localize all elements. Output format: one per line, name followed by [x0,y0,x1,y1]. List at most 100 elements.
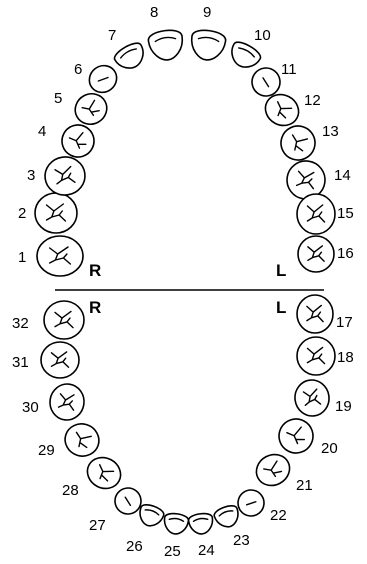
tooth-18-outline [296,336,336,376]
tooth-32 [43,300,85,340]
tooth-30-outline [49,383,85,421]
tooth-31-outline [40,341,80,379]
tooth-13-number-label: 13 [322,123,339,140]
tooth-14-number-label: 14 [334,167,351,184]
tooth-2-number-label: 2 [18,205,26,222]
tooth-19-number-label: 19 [335,398,352,415]
tooth-31-fissure [50,351,70,368]
tooth-4-number-label: 4 [38,123,46,140]
tooth-29-fissure [75,431,92,449]
tooth-7-outline [113,42,144,69]
tooth-11 [251,67,281,97]
tooth-7 [113,42,144,69]
tooth-24-number-label: 24 [198,542,215,559]
tooth-29-outline [64,423,100,457]
tooth-14-fissure [295,170,315,190]
tooth-26-number-label: 26 [126,538,143,555]
tooth-25 [163,512,190,535]
tooth-2 [34,192,78,234]
tooth-4 [61,124,95,158]
tooth-22-number-label: 22 [270,507,287,524]
tooth-17-number-label: 17 [336,314,353,331]
tooth-15-fissure [306,204,326,223]
tooth-1-number-label: 1 [18,249,26,266]
tooth-20-number-label: 20 [321,440,338,457]
tooth-10-number-label: 10 [254,27,271,44]
tooth-9-outline [190,29,227,61]
tooth-31 [40,341,80,379]
tooth-24 [187,512,214,535]
tooth-5 [74,93,108,125]
tooth-2-outline [34,192,78,234]
tooth-28-number-label: 28 [62,482,79,499]
tooth-29-number-label: 29 [38,442,55,459]
tooth-2-fissure [45,203,67,222]
tooth-3-number-label: 3 [27,167,35,184]
tooth-1-fissure [48,246,72,265]
tooth-7-number-label: 7 [108,27,116,44]
tooth-27-number-label: 27 [89,517,106,534]
tooth-7-fissure [120,48,137,59]
tooth-5-number-label: 5 [54,90,62,107]
tooth-24-fissure [192,517,209,522]
tooth-28-fissure [99,464,115,482]
tooth-16 [297,235,335,273]
tooth-5-fissure [81,99,100,117]
tooth-5-outline [74,93,108,125]
tooth-13 [280,125,316,161]
tooth-4-outline [61,124,95,158]
lower-right-side-label: R [89,298,101,317]
tooth-20 [278,418,314,454]
tooth-26-fissure [144,509,160,516]
tooth-15-outline [296,193,336,235]
tooth-16-number-label: 16 [337,245,354,262]
tooth-9-number-label: 9 [203,4,211,21]
tooth-25-fissure [168,517,185,522]
tooth-11-number-label: 11 [281,61,297,78]
tooth-3-outline [44,156,86,196]
tooth-21-number-label: 21 [296,477,313,494]
tooth-30-number-label: 30 [22,399,39,416]
tooth-17-fissure [306,304,324,323]
tooth-9 [190,29,227,61]
tooth-3-fissure [54,165,76,185]
tooth-32-number-label: 32 [12,315,29,332]
tooth-23-number-label: 23 [233,532,250,549]
tooth-12-outline [264,93,300,127]
tooth-17-outline [296,294,334,334]
tooth-17 [296,294,334,334]
tooth-23-fissure [218,510,234,517]
tooth-20-fissure [286,426,306,445]
tooth-13-fissure [291,134,309,152]
tooth-19 [294,379,330,417]
tooth-1 [36,235,84,277]
tooth-30-fissure [57,393,75,411]
tooth-19-outline [294,379,330,417]
tooth-32-fissure [54,310,74,329]
tooth-12-number-label: 12 [304,92,321,109]
tooth-19-fissure [302,388,322,407]
tooth-18-number-label: 18 [337,349,354,366]
tooth-18 [296,336,336,376]
upper-right-side-label: R [89,261,101,280]
tooth-15 [296,193,336,235]
tooth-26 [139,503,165,527]
tooth-31-number-label: 31 [12,354,29,371]
tooth-15-number-label: 15 [337,205,354,222]
tooth-25-number-label: 25 [164,543,181,560]
tooth-10 [231,41,262,68]
teeth-layer [34,29,336,535]
tooth-16-outline [297,235,335,273]
tooth-23-outline [213,504,239,528]
tooth-6-number-label: 6 [74,61,82,78]
tooth-30 [49,383,85,421]
tooth-20-outline [278,418,314,454]
tooth-16-fissure [307,245,325,262]
tooth-32-outline [43,300,85,340]
upper-left-side-label: L [276,261,286,280]
tooth-6 [88,64,118,94]
tooth-21-outline [255,453,291,487]
tooth-10-fissure [238,47,255,58]
